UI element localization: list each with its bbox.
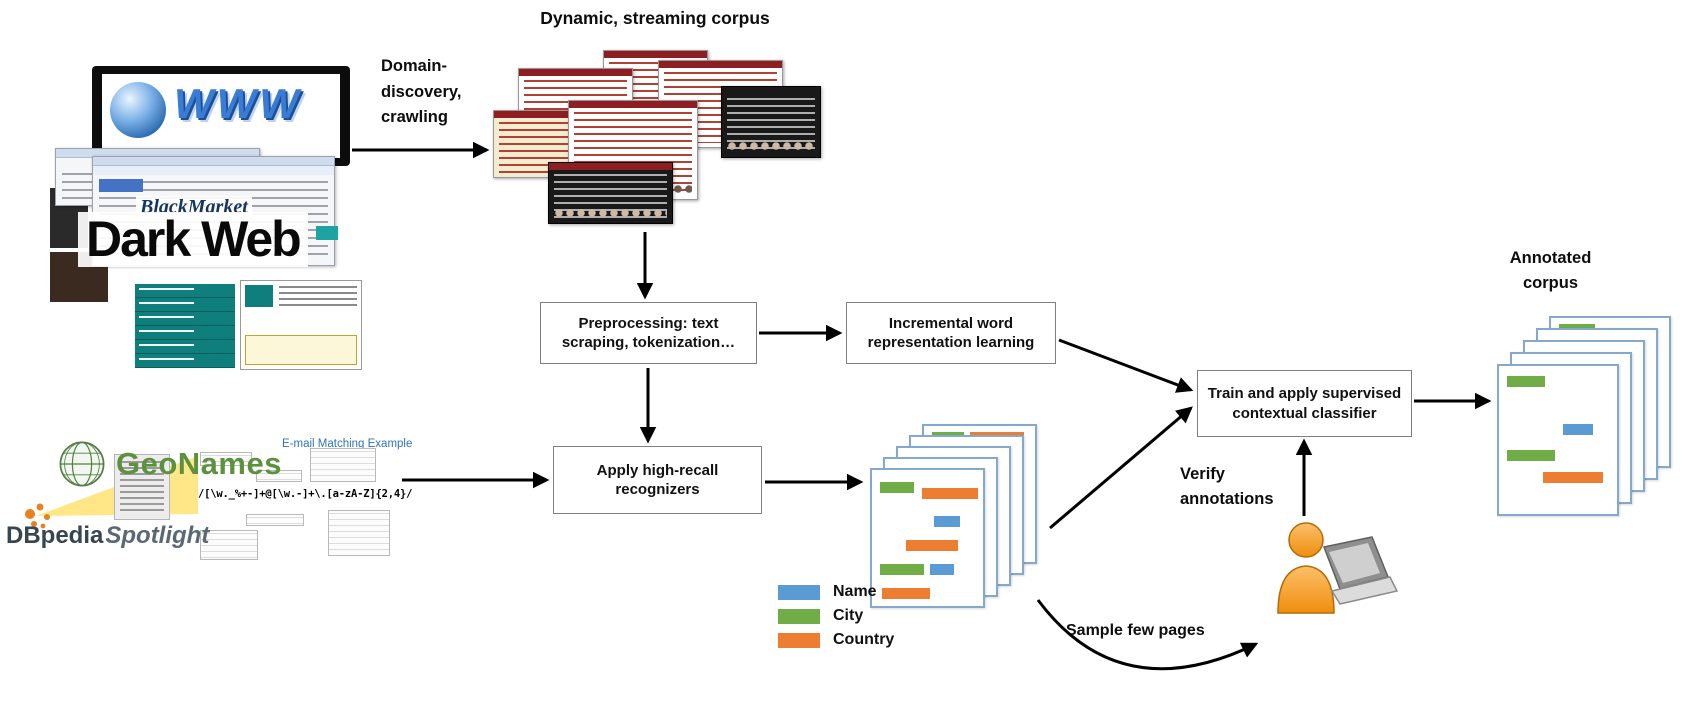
legend-item: City [778, 607, 894, 624]
incremental-label: Incremental word representation learning [867, 314, 1035, 352]
geonames-logo: GeoNames [58, 440, 282, 488]
dbpedia-spotlight-wordmark: DBpediaSpotlight [6, 522, 209, 550]
annotation-bar [922, 488, 978, 499]
arrow-documents-to-classifier [1049, 406, 1193, 530]
legend-item: Country [778, 631, 895, 648]
annotation-legend: Name City Country [778, 583, 895, 656]
annotation-bar [1563, 424, 1593, 435]
email-regex: /[\w._%+-]+@[\w.-]+\.[a-zA-Z]{2,4}/ [198, 488, 413, 500]
regex-diagram-box [246, 514, 304, 526]
city-color-swatch [778, 608, 820, 624]
annotation-bar [1507, 376, 1545, 387]
annotation-bar [880, 564, 924, 575]
classifier-label: Train and apply supervised contextual cl… [1207, 385, 1402, 422]
regex-diagram-box [328, 510, 390, 556]
incremental-learning-box: Incremental word representation learning [846, 302, 1056, 364]
listing-note-box [245, 335, 357, 365]
legend-label: City [833, 607, 864, 624]
webpage-thumbnail [548, 162, 673, 224]
page-header [604, 51, 707, 58]
streaming-corpus-pages [493, 48, 828, 230]
page-header [494, 111, 597, 118]
dbpedia-spotlight-logo: DBpediaSpotlight [6, 452, 218, 564]
recognized-documents-stack [870, 424, 1040, 616]
crawl-label: Domain-discovery, crawling [381, 57, 462, 127]
legend-label: Name [833, 583, 877, 600]
annotation-bar [906, 540, 958, 551]
market-listing-panel [240, 280, 362, 370]
browser-tab-bar [93, 166, 334, 175]
annotation-bar [882, 588, 930, 599]
annotated-corpus-title: Annotated corpus [1509, 249, 1592, 292]
avatar-row [727, 141, 815, 151]
document-thumbnail [114, 454, 170, 520]
browser-chrome-bar [93, 157, 334, 166]
regex-diagram-box [200, 530, 258, 560]
recognizers-box: Apply high-recall recognizers [553, 446, 762, 514]
avatar-row [554, 208, 667, 218]
page-button [99, 179, 143, 192]
regex-diagram-box [310, 448, 376, 482]
teal-chip [316, 226, 338, 240]
globe-icon [110, 82, 166, 138]
listing-text-lines [279, 286, 357, 310]
preprocessing-box: Preprocessing: text scraping, tokenizati… [540, 302, 757, 364]
annotation-bar [1543, 472, 1603, 483]
email-regex-example: E-mail Matching Example /[\w._%+-]+@[\w.… [198, 436, 412, 564]
annotation-bar [930, 564, 954, 575]
arrow-incremental-to-classifier [1058, 338, 1194, 393]
classifier-box: Train and apply supervised contextual cl… [1197, 370, 1412, 437]
table-text-lines [139, 288, 194, 364]
www-globe-screen: WWW [102, 74, 340, 158]
regex-diagram-box [200, 452, 252, 466]
geonames-globe-icon [59, 441, 105, 487]
verify-annotations-label: Verify annotations [1180, 465, 1274, 508]
document-page [1497, 364, 1619, 516]
dark-web-collage: WWW BlackMarket Dark Web [50, 60, 370, 370]
country-color-swatch [778, 632, 820, 648]
dbpedia-wordmark: DBpedia [6, 522, 104, 549]
page-header [569, 101, 697, 108]
annotation-bar [880, 482, 914, 493]
recognizers-label: Apply high-recall recognizers [596, 461, 719, 499]
market-category-table [135, 284, 235, 368]
name-color-swatch [778, 584, 820, 600]
document-text-lines [120, 461, 164, 514]
spotlight-wordmark: Spotlight [105, 522, 210, 549]
page-header [519, 69, 632, 76]
annotation-bar [1507, 450, 1555, 461]
www-logo: WWW [174, 80, 302, 127]
listing-thumbnail [245, 285, 273, 307]
email-example-title: E-mail Matching Example [282, 438, 413, 450]
regex-diagram-box [256, 470, 302, 482]
preprocessing-label: Preprocessing: text scraping, tokenizati… [561, 314, 736, 352]
legend-label: Country [833, 631, 895, 648]
page-header [659, 61, 782, 68]
webpage-thumbnail [721, 86, 821, 158]
dark-web-title: Dark Web [78, 212, 308, 267]
legend-item: Name [778, 583, 894, 600]
sample-few-pages-label: Sample few pages [1066, 622, 1205, 639]
document-page [870, 468, 985, 608]
page-header [549, 163, 672, 170]
geonames-wordmark: GeoNames [116, 446, 282, 481]
corpus-title: Dynamic, streaming corpus [540, 8, 770, 28]
annotator-person-icon [1277, 522, 1398, 614]
annotated-corpus-stack [1497, 316, 1675, 520]
annotation-bar [934, 516, 960, 527]
